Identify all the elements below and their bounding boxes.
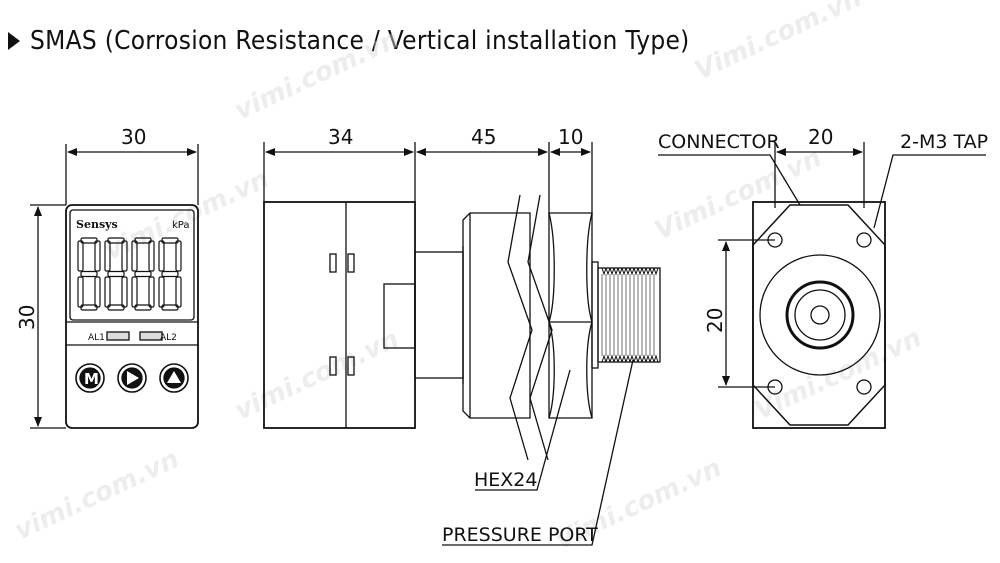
bullet-triangle-icon [8,32,20,50]
watermark: Vimi.com.vn [690,0,866,86]
digit-segment [107,270,125,278]
watermark: vimi.com.vn [230,24,404,126]
al2-label: AL2 [160,333,177,343]
digit-segment [158,240,165,272]
watermark-layer: Vimi.com.vn vimi.com.vn Vimi.com.vn vimi… [10,0,926,556]
thread-tooth [645,267,651,276]
al1-label: AL1 [88,333,105,343]
thread-tooth [609,267,615,276]
side-dim-34: 34 [328,125,353,149]
digit-segment [131,240,138,272]
front-width-dim: 30 [121,125,146,149]
digit-segment [121,276,128,308]
thread-tooth [601,354,607,363]
rear-height-dim: 20 [703,308,727,333]
watermark: vimi.com.vn [10,444,184,546]
rear-width-dim: 20 [808,125,833,149]
digit-segment [94,240,101,272]
thread-tooth [633,267,639,276]
thread-tooth [613,354,619,363]
digit-segment [80,270,98,278]
pressure-port-label: PRESSURE PORT [442,524,598,546]
tap-label: 2-M3 TAP [900,131,988,153]
front-height-dim: 30 [15,305,39,330]
thread-tooth [653,267,659,276]
thread-tooth [633,354,639,363]
digit-segment [77,276,84,308]
thread-tooth [637,354,643,363]
thread-tooth [629,267,635,276]
digit-segment [148,276,155,308]
digit-segment [104,276,111,308]
thread-tooth [649,267,655,276]
thread-tooth [617,354,623,363]
thread-tooth [625,354,631,363]
thread-tooth [621,354,627,363]
digit-segment [148,240,155,272]
rear-view [658,142,986,429]
digit-segment [134,270,152,278]
title-block: SMAS (Corrosion Resistance / Vertical in… [8,26,763,56]
digit-segment [131,276,138,308]
thread-tooth [637,267,643,276]
thread-tooth [613,267,619,276]
digit-segment [158,276,165,308]
thread-tooth [641,267,647,276]
page-title: SMAS (Corrosion Resistance / Vertical in… [30,26,690,56]
watermark: vimi.com.vn [100,164,274,266]
watermark: Vimi.com.vn [650,143,826,246]
hex-label: HEX24 [474,469,538,491]
thread-tooth [601,267,607,276]
thread-tooth [617,267,623,276]
connector-label: CONNECTOR [658,131,780,153]
watermark: vimi.com.vn [230,324,404,426]
thread-tooth [605,267,611,276]
thread-tooth [629,354,635,363]
unit-label: kPa [172,220,190,231]
m-button-label: M [84,370,99,388]
thread-tooth [641,354,647,363]
thread-tooth [621,267,627,276]
thread-tooth [649,354,655,363]
digit-segment [121,240,128,272]
thread-tooth [609,354,615,363]
thread-tooth [653,354,659,363]
side-dim-10: 10 [558,125,583,149]
thread-tooth [605,354,611,363]
digit-segment [77,240,84,272]
digit-segment [175,276,182,308]
side-view [263,142,661,546]
thread-tooth [625,267,631,276]
digit-segment [161,270,179,278]
front-view [30,144,199,429]
digit-segment [175,240,182,272]
digit-segment [104,240,111,272]
brand-logo: Sensys [76,218,118,231]
thread-tooth [645,354,651,363]
digit-segment [94,276,101,308]
side-dim-45: 45 [471,125,496,149]
